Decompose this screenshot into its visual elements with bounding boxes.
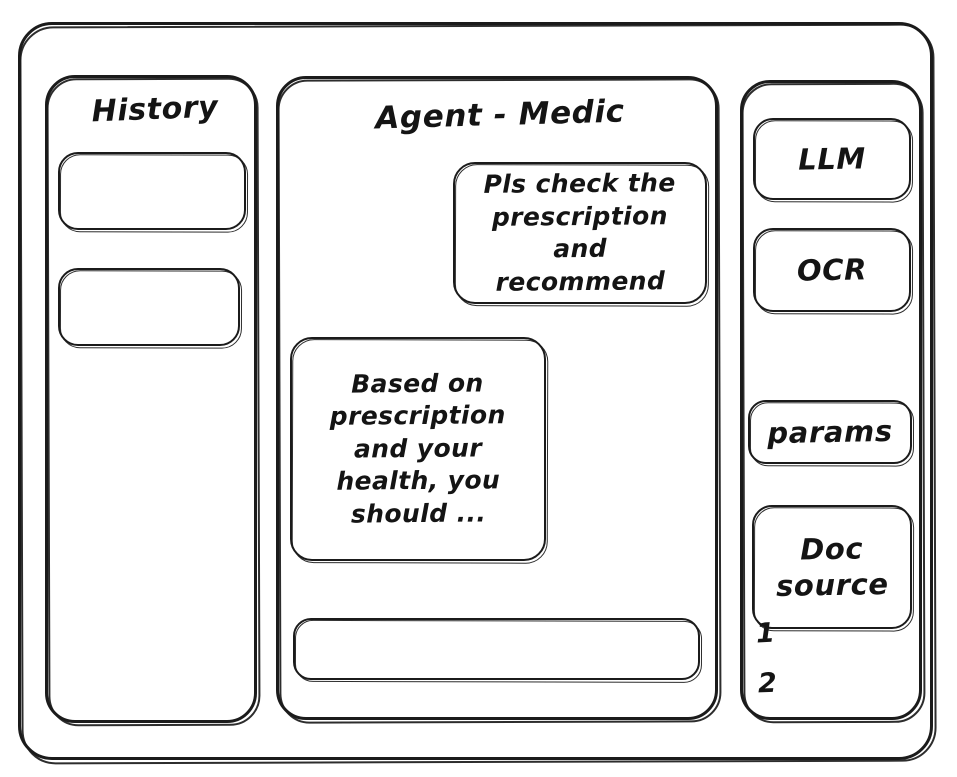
message-input[interactable] (293, 616, 703, 683)
message-bubble-user: Pls check the prescription and recommend (453, 162, 710, 307)
message-user-text: Pls check the prescription and recommend (483, 168, 676, 297)
doc-source-item-2[interactable]: 2 (757, 667, 778, 700)
tool-doc-source-label: Doc source (775, 531, 889, 603)
history-item-1[interactable] (58, 151, 249, 233)
history-title: History (90, 89, 219, 130)
message-assistant-text: Based on prescription and your health, y… (329, 368, 506, 529)
tool-ocr-label: OCR (796, 252, 868, 288)
history-item-2[interactable] (58, 267, 243, 349)
tool-params-label: params (767, 413, 893, 450)
message-bubble-assistant: Based on prescription and your health, y… (290, 337, 549, 564)
tool-doc-source[interactable]: Doc source (752, 505, 915, 632)
doc-source-item-1[interactable]: 1 (755, 617, 776, 650)
tool-params[interactable]: params (748, 400, 915, 467)
message-input-value (293, 616, 701, 682)
history-item-2-label (58, 267, 241, 347)
tool-llm-label: LLM (797, 141, 867, 177)
history-item-1-label (58, 151, 247, 231)
tool-ocr[interactable]: OCR (753, 228, 914, 315)
tool-llm[interactable]: LLM (753, 118, 914, 203)
